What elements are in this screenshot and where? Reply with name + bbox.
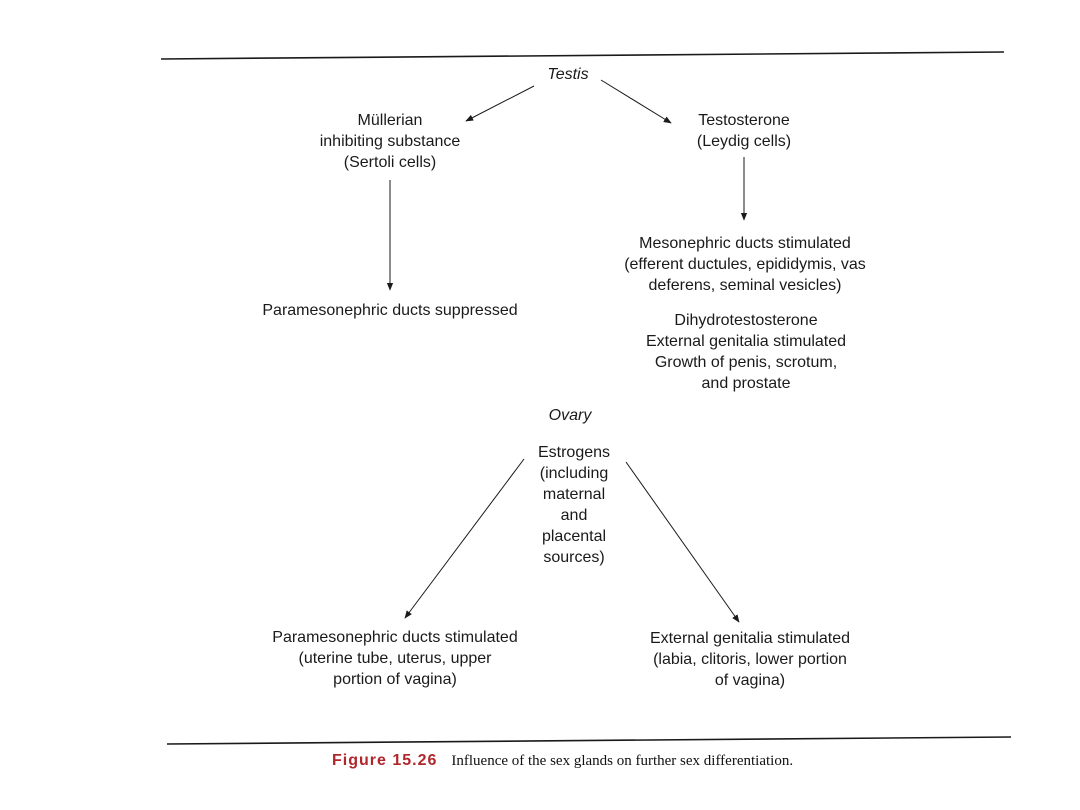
mis-line-1: Müllerian — [357, 112, 423, 129]
estrogens-line-5: placental — [541, 528, 607, 545]
dht-line-4: and prostate — [701, 375, 791, 392]
node-dht: Dihydrotestosterone External genitalia s… — [616, 310, 876, 394]
figure-label: Figure 15.26 — [332, 752, 438, 769]
dht-line-1: Dihydrotestosterone — [674, 312, 818, 329]
meso-line-1: Mesonephric ducts stimulated — [639, 235, 851, 252]
arrow-testis-to-mis — [465, 85, 535, 122]
mis-line-2: inhibiting substance — [319, 133, 461, 150]
node-para-suppressed: Paramesonephric ducts suppressed — [262, 302, 518, 319]
arrow-estrogens-to-ext — [625, 461, 740, 623]
para-stim-line-1: Paramesonephric ducts stimulated — [272, 629, 518, 646]
mis-line-3: (Sertoli cells) — [343, 154, 437, 171]
testosterone-line-2: (Leydig cells) — [696, 133, 792, 150]
top-rule — [160, 51, 1005, 60]
para-stim-line-2: (uterine tube, uterus, upper — [298, 650, 492, 667]
node-ext-genitalia-female: External genitalia stimulated (labia, cl… — [620, 628, 880, 691]
arrow-estrogens-to-para — [404, 458, 525, 619]
node-para-stimulated: Paramesonephric ducts stimulated (uterin… — [250, 627, 540, 690]
ext-fem-line-3: of vagina) — [714, 672, 786, 689]
estrogens-line-1: Estrogens — [537, 444, 611, 461]
para-stim-line-3: portion of vagina) — [333, 671, 457, 688]
meso-line-3: deferens, seminal vesicles) — [648, 277, 842, 294]
node-testosterone: Testosterone (Leydig cells) — [654, 110, 834, 152]
ext-fem-line-1: External genitalia stimulated — [649, 630, 851, 647]
estrogens-line-4: and — [560, 507, 588, 524]
ext-fem-line-2: (labia, clitoris, lower portion — [653, 651, 847, 668]
node-estrogens: Estrogens (including maternal and placen… — [514, 442, 634, 568]
node-meso-stimulated: Mesonephric ducts stimulated (efferent d… — [600, 233, 890, 296]
figure-caption: Figure 15.26 Influence of the sex glands … — [332, 752, 793, 770]
estrogens-line-6: sources) — [543, 549, 605, 566]
node-ovary: Ovary — [548, 407, 592, 424]
node-mis: Müllerian inhibiting substance (Sertoli … — [290, 110, 490, 173]
bottom-rule — [166, 736, 1012, 745]
dht-line-2: External genitalia stimulated — [645, 333, 847, 350]
figure-caption-text: Influence of the sex glands on further s… — [451, 753, 794, 769]
testosterone-line-1: Testosterone — [698, 112, 790, 129]
node-testis: Testis — [547, 66, 589, 83]
meso-line-2: (efferent ductules, epididymis, vas — [624, 256, 866, 273]
estrogens-line-2: (including — [539, 465, 609, 482]
estrogens-line-3: maternal — [542, 486, 606, 503]
arrow-testis-to-testosterone — [600, 79, 672, 124]
dht-line-3: Growth of penis, scrotum, — [654, 354, 838, 371]
